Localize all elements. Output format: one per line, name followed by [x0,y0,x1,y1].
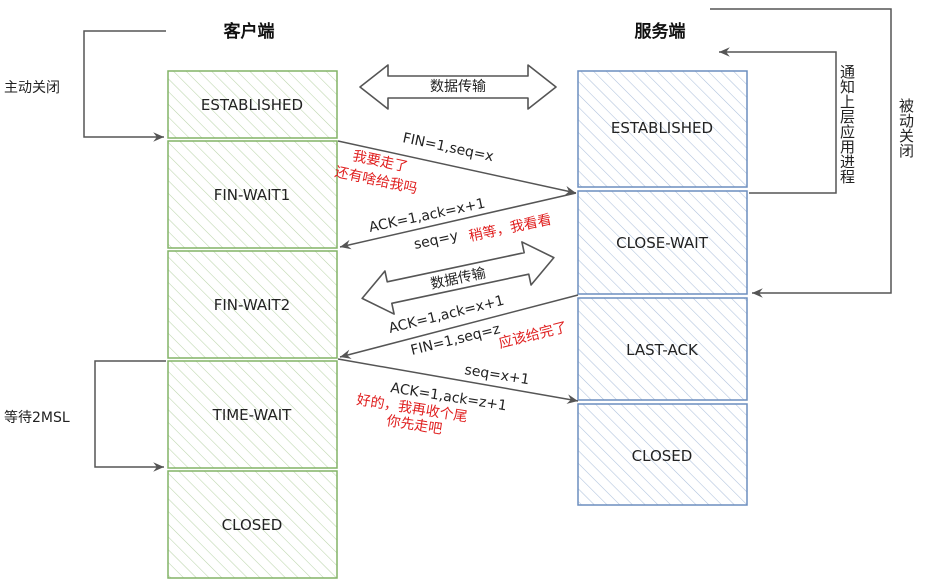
notify-upper-label: 通知上层应用进程 [838,64,856,184]
active-close-connector [83,30,166,142]
state-label: CLOSED [222,516,283,534]
passive-close-label: 被动关闭 [897,98,915,159]
client-state-established: ESTABLISHED [167,70,338,139]
data-transfer-label-1: 数据传输 [430,79,486,95]
fin1-label: FIN=1,seq=x [401,130,495,165]
state-label: ESTABLISHED [611,119,713,137]
notify-upper-connector [719,47,837,194]
state-label: FIN-WAIT1 [214,186,290,204]
active-close-label: 主动关闭 [4,80,60,96]
client-header: 客户端 [223,21,275,42]
client-state-fin-wait1: FIN-WAIT1 [167,140,338,249]
state-label: CLOSE-WAIT [616,234,709,252]
fin1-arrow [337,140,577,196]
seq-y-label: seq=y [413,228,460,253]
data-transfer-arrow-1 [359,64,557,110]
seq-x1-label: seq=x+1 [463,362,530,388]
wait-2msl-connector [94,360,166,472]
client-state-time-wait: TIME-WAIT [167,360,338,469]
server-state-close-wait: CLOSE-WAIT [577,190,748,295]
passive-close-connector [710,8,892,298]
wait-2msl-label: 等待2MSL [4,409,70,426]
state-label: ESTABLISHED [201,96,303,114]
note-fin2: 应该给完了 [497,318,569,351]
client-state-fin-wait2: FIN-WAIT2 [167,250,338,359]
state-label: LAST-ACK [626,341,699,359]
state-label: CLOSED [632,447,693,465]
ack1-arrow [339,192,577,250]
state-label: FIN-WAIT2 [214,296,290,314]
note-ack1: 稍等，我看看 [467,211,553,245]
ack3-arrow [337,358,579,404]
fin2-arrow [339,294,579,359]
client-state-closed: CLOSED [167,470,338,579]
state-label: TIME-WAIT [212,406,293,424]
server-header: 服务端 [635,21,686,42]
server-state-last-ack: LAST-ACK [577,297,748,401]
server-state-established: ESTABLISHED [577,70,748,188]
server-state-closed: CLOSED [577,403,748,506]
